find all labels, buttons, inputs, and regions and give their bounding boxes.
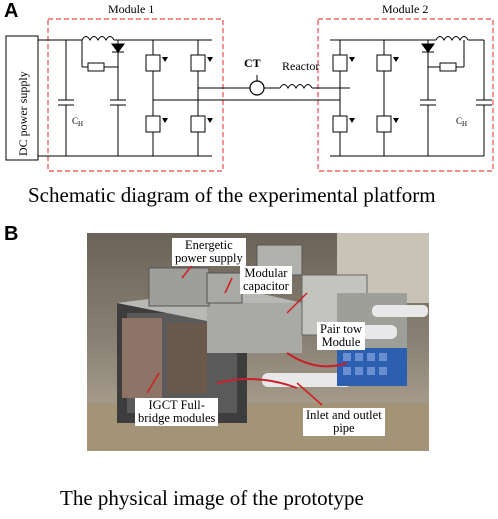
dc-supply-box [5, 35, 39, 161]
module-1-circuit [38, 36, 340, 157]
module-2-box [317, 18, 494, 172]
panel-b-caption: The physical image of the prototype [60, 486, 364, 510]
module-1-label: Module 1 [108, 2, 154, 16]
module-1-switch-diodes [162, 57, 213, 123]
panel-a-caption: Schematic diagram of the experimental pl… [28, 183, 436, 207]
label-inlet-outlet-pipe: Inlet and outlet pipe [303, 408, 385, 436]
panel-b-letter: B [4, 223, 19, 245]
module-2-switch-diodes [349, 57, 399, 123]
module-2-diode [421, 43, 435, 53]
cap-right-label: CH [456, 116, 467, 128]
module-2-switches [332, 54, 392, 133]
dc-supply-label: DC power supply [16, 71, 30, 156]
cap-left-label: CH [72, 116, 83, 128]
reactor-label: Reactor [282, 59, 319, 73]
module-2-circuit [330, 36, 492, 157]
module-1-switches [145, 54, 206, 133]
label-energetic-power-supply: Energetic power supply [172, 238, 246, 266]
schematic-diagram: Module 1 Module 2 CT Reactor CH CH DC po… [5, 2, 494, 172]
label-igct-modules: IGCT Full- bridge modules [135, 398, 219, 426]
panel-a-letter: A [4, 0, 19, 22]
module-1-box [47, 18, 224, 172]
ct-sensor [249, 80, 265, 96]
reactor-inductor [264, 84, 350, 90]
label-pair-tow-module: Pair tow Module [317, 322, 366, 350]
module-2-label: Module 2 [382, 2, 428, 16]
ct-label: CT [244, 56, 261, 70]
label-modular-capacitor: Modular capacitor [240, 266, 292, 294]
